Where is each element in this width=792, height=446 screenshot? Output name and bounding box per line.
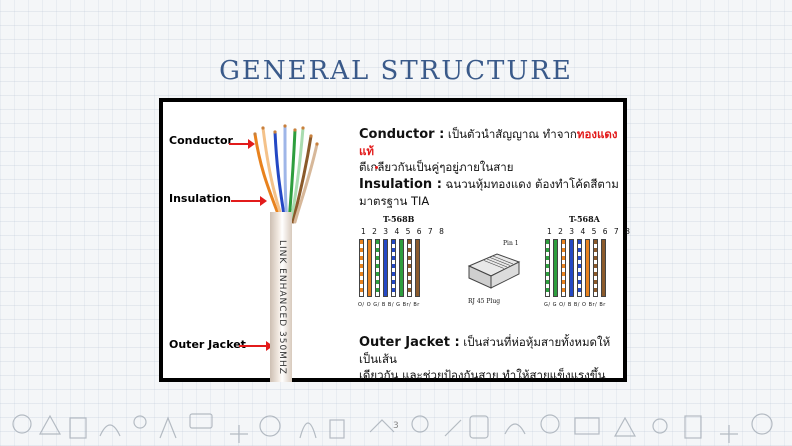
wire-white-brown (407, 239, 412, 297)
cable-jacket (270, 212, 292, 382)
conductor-label: Conductor (169, 134, 233, 147)
plug-pin-label: Pin 1 (503, 240, 519, 247)
page-number: 3 (393, 421, 399, 431)
insulation-desc-title: Insulation : (359, 177, 442, 192)
wire-blue (569, 239, 574, 297)
conductor-desc-title: Conductor : (359, 127, 445, 142)
outer-jacket-label: Outer Jacket (169, 338, 246, 351)
t568a-color-codes: G/ G O/ B B/ O Br/ Br (544, 302, 606, 308)
wire-white-blue (391, 239, 396, 297)
conductor-desc-text: เป็นตัวนำสัญญาณ ทำจาก (444, 127, 577, 141)
wire-green (553, 239, 558, 297)
t568a-title: T-568A (569, 214, 600, 224)
decorative-doodles (12, 413, 773, 443)
insulation-desc-text: ฉนวนหุ้มทองแดง ต้องทำโค้ดสีตาม (441, 177, 619, 191)
wire-white-brown (593, 239, 598, 297)
t568a-pin-numbers: 1 2 3 4 5 6 7 8 (547, 227, 632, 236)
cable-print-text: LINK ENHANCED 350MHZ (277, 240, 287, 375)
twisted-pairs-image (253, 124, 319, 224)
plug-label: RJ 45 Plug (468, 298, 501, 305)
insulation-label: Insulation (169, 192, 231, 205)
jacket-desc-text: เป็นส่วนที่ห่อหุ้มสายทั้งหมดให้เป็นเส้น (359, 335, 611, 366)
wire-white-green (545, 239, 550, 297)
insulation-desc-text2: มาตรฐาน TIA (359, 194, 430, 208)
content-frame: Conductor Insulation Outer Jacket (159, 98, 630, 383)
t568b-title: T-568B (383, 214, 415, 224)
wire-brown (601, 239, 606, 297)
wire-white-orange (359, 239, 364, 297)
t568b-wires (359, 239, 420, 297)
wire-brown (415, 239, 420, 297)
t568a-wires (545, 239, 606, 297)
jacket-desc-title: Outer Jacket : (359, 335, 460, 350)
wire-orange (585, 239, 590, 297)
wire-white-orange (561, 239, 566, 297)
wire-white-green (375, 239, 380, 297)
wire-white-blue (577, 239, 582, 297)
slide-title: GENERAL STRUCTURE (219, 56, 573, 86)
rj45-plug-image (467, 253, 521, 289)
t568b-color-codes: O/ O G/ B B/ G Br/ Br (358, 302, 420, 308)
outer-jacket-arrow (239, 341, 273, 351)
wire-green (399, 239, 404, 297)
insulation-arrow (231, 196, 267, 206)
t568b-pin-numbers: 1 2 3 4 5 6 7 8 (361, 227, 446, 236)
red-dot (375, 166, 378, 169)
conductor-desc-text2: ตีเกลียวกันเป็นคู่ๆอยู่ภายในสาย (359, 160, 514, 174)
insulation-description: Insulation : ฉนวนหุ้มทองแดง ต้องทำโค้ดสี… (359, 176, 619, 209)
conductor-description: Conductor : เป็นตัวนำสัญญาณ ทำจากทองแดงแ… (359, 126, 623, 175)
conductor-arrow (229, 139, 255, 149)
outer-jacket-description: Outer Jacket : เป็นส่วนที่ห่อหุ้มสายทั้ง… (359, 334, 623, 383)
wire-blue (383, 239, 388, 297)
conductor-desc-highlight: ทองแดงแท้ (359, 127, 618, 158)
jacket-desc-text2: เดียวกัน และช่วยป้องกันสาย ทำให้สายแข็งแ… (359, 368, 606, 382)
wire-orange (367, 239, 372, 297)
